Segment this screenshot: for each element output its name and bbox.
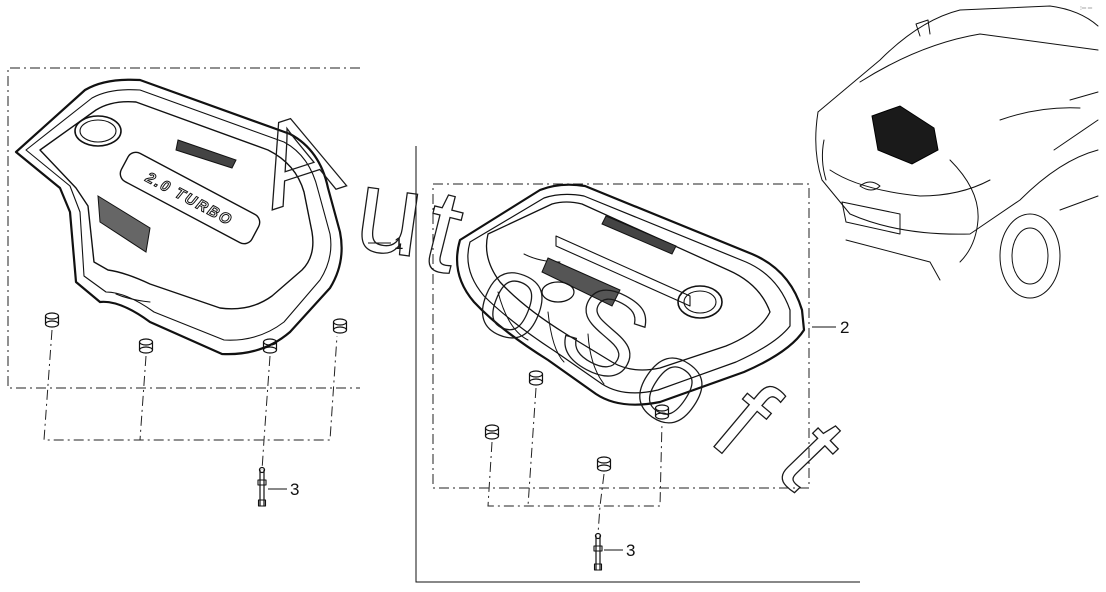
center-panel-frame [432,183,810,489]
grommet [484,424,500,440]
callout-part-2: 2 [840,318,849,337]
grommet [528,370,544,386]
callout-part-1: 1 [394,234,403,253]
corner-mark: ⁝═ ═ [1080,6,1093,12]
cover-2-side-vent [541,257,621,307]
grommet [332,318,348,334]
vehicle-locator: ⁝═ ═ [815,5,1099,299]
grommet [596,456,612,472]
svg-text:A: A [239,85,355,235]
grommet [262,338,278,354]
cover-2-front-vent [601,215,677,255]
cover-1-side-vent [97,195,151,253]
engine-cover-2 [456,183,806,406]
engine-cover-location-highlight [871,105,939,165]
watermark: A u t o S o f t [239,84,872,512]
grommet [44,312,60,328]
center-panel [415,146,860,583]
callouts: 1 2 3 3 [268,234,849,560]
left-panel-frame [7,67,360,389]
center-panel-border [415,146,860,583]
mount-stud [257,466,267,507]
grommet [654,404,670,420]
callout-part-3-right: 3 [626,541,635,560]
svg-text:t: t [753,396,871,511]
mount-guide-lines [43,329,338,471]
mount-stud [593,532,603,571]
cover-1-front-vent [175,139,237,169]
grommet [138,338,154,354]
callout-part-3-left: 3 [290,480,299,499]
cover-1-emblem: 2.0 TURBO [142,169,236,230]
